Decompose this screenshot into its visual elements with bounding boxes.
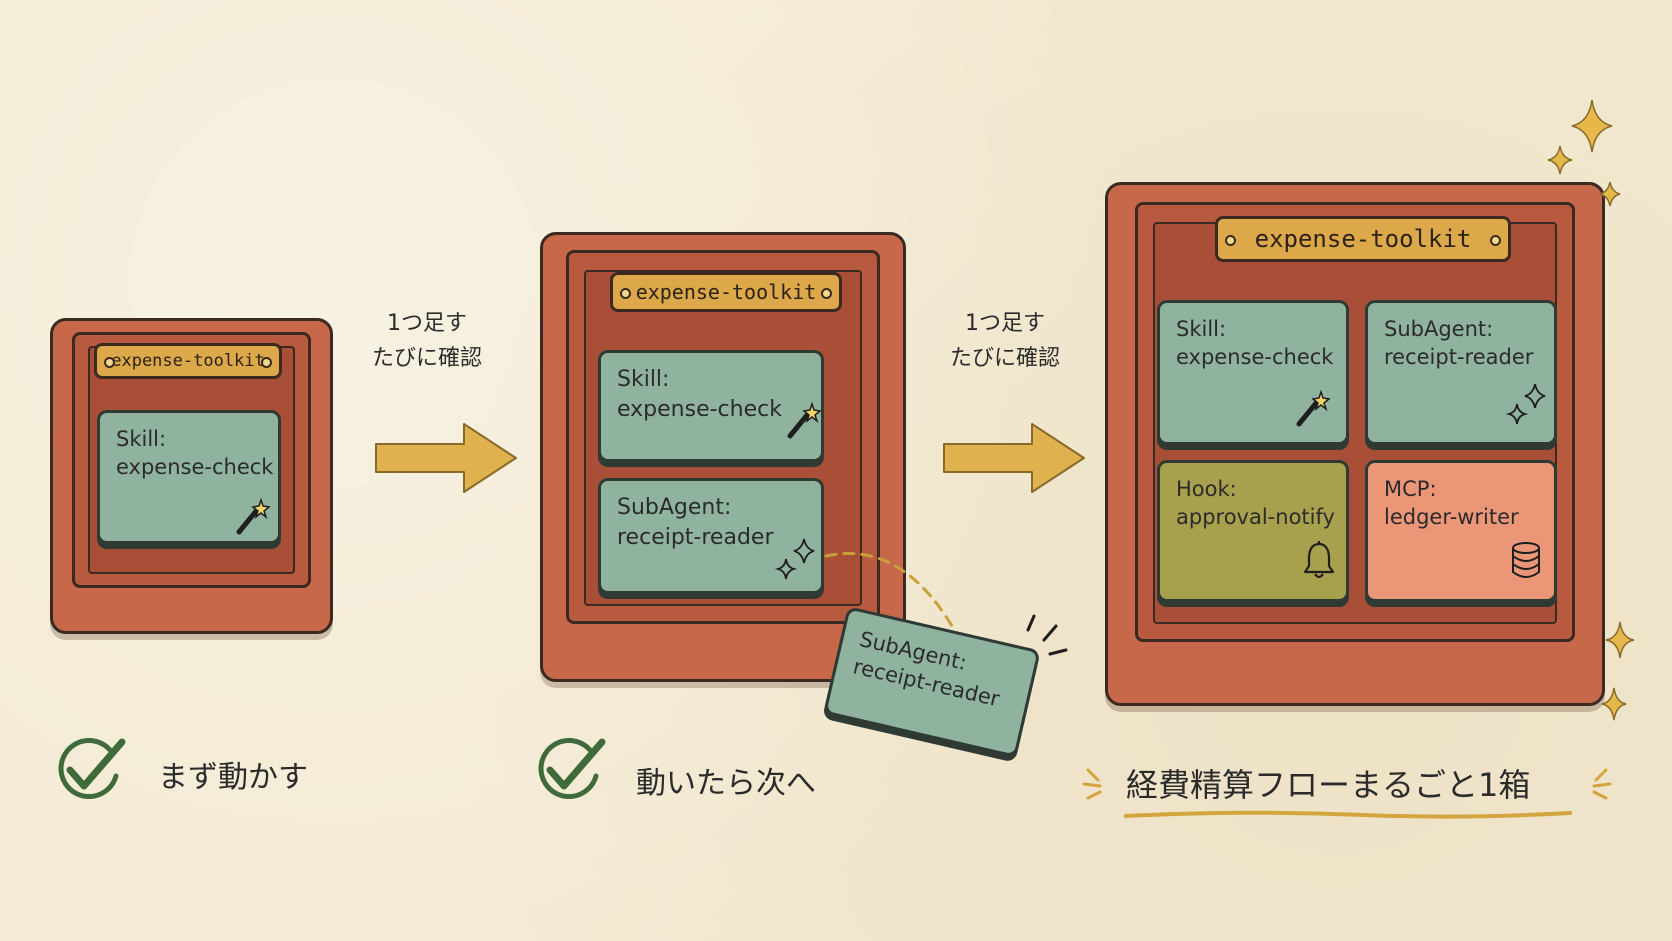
card-type: Hook: [1176,477,1237,501]
plate-rivet [821,288,832,299]
toolkit-label-plate: expense-toolkit [610,272,842,312]
arrow-note-line1: 1つ足す [387,311,467,336]
card-name: expense-check [116,455,274,480]
dashed-trajectory [824,551,954,628]
toolkit-box-step3: expense-toolkit Skill: expense-check Sub… [1105,182,1605,706]
check-circle-icon [538,738,606,799]
card-name: approval-notify [1176,505,1335,530]
card-name: receipt-reader [617,524,774,550]
arrow-note-line2: たびに確認 [949,346,1060,372]
card-type: Skill: [617,367,670,392]
sparkle-icon [1505,383,1546,425]
card-type: Skill: [1176,317,1227,341]
plate-rivet [1225,235,1236,246]
plate-text: expense-toolkit [635,280,817,304]
sparkle-icon [1547,99,1621,207]
arrow-right-icon [943,423,1085,493]
sparkle-icon [1601,621,1635,721]
magic-wand-icon [787,401,822,439]
arrow-note-line2: たびに確認 [371,346,482,372]
skill-card: Skill: expense-check [598,350,824,462]
step1-caption: まず動かす [158,760,308,795]
card-type: SubAgent: [617,495,732,520]
skill-card: Skill: expense-check [1157,300,1349,445]
plate-text: expense-toolkit [1254,225,1472,253]
arrow-note-2: 1つ足す たびに確認 [930,306,1080,376]
arrow-right-icon [375,423,517,493]
toolkit-box-step1: expense-toolkit Skill: expense-check [50,318,333,634]
step3-caption: 経費精算フローまるごと1箱 [1126,766,1531,804]
sparkle-icon [774,538,815,580]
hook-card: Hook: approval-notify [1157,460,1349,602]
mcp-card: MCP: ledger-writer [1365,460,1557,602]
card-type: Skill: [116,427,167,451]
card-name: ledger-writer [1384,505,1519,530]
magic-wand-icon [236,497,271,535]
toolkit-label-plate: expense-toolkit [94,343,282,379]
emphasis-marks-icon [1082,768,1102,800]
card-name: receipt-reader [1384,345,1534,370]
toolkit-box-step2: expense-toolkit Skill: expense-check Sub… [540,232,906,682]
motion-lines-icon [1026,614,1068,656]
plate-rivet [261,357,272,368]
caption-underline [1124,810,1572,819]
card-name: expense-check [1176,345,1334,370]
arrow-note-1: 1つ足す たびに確認 [352,306,502,376]
toolkit-label-plate: expense-toolkit [1215,216,1511,262]
bell-icon [1303,541,1335,579]
arrow-note-line1: 1つ足す [965,311,1045,336]
emphasis-marks-icon [1592,768,1612,800]
plate-rivet [1490,235,1501,246]
check-circle-icon [58,738,126,799]
card-type: SubAgent: [1384,317,1494,341]
plate-rivet [620,288,631,299]
card-name: expense-check [617,396,782,422]
card-type: MCP: [1384,477,1437,501]
database-icon [1512,542,1540,578]
plate-rivet [104,357,115,368]
subagent-card: SubAgent: receipt-reader [1365,300,1557,445]
magic-wand-icon [1296,389,1331,427]
step2-caption: 動いたら次へ [636,766,816,801]
plate-text: expense-toolkit [111,351,265,371]
